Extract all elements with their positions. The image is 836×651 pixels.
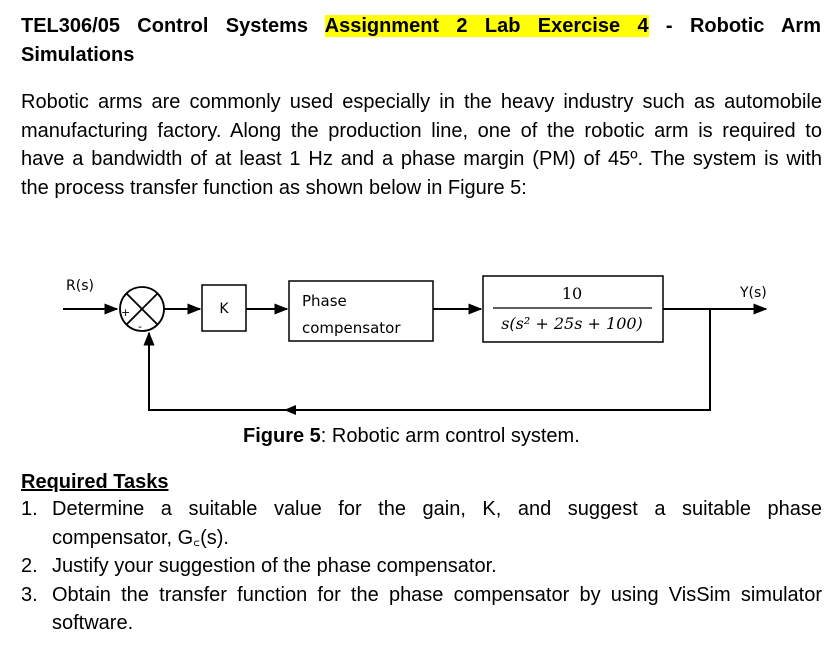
intro-line: the process transfer function as shown b… [21, 176, 527, 199]
heading-dash: - [665, 15, 673, 37]
document-heading: TEL306/05 Control Systems Assignment 2 L… [21, 12, 821, 41]
feedback-arrowhead [284, 405, 296, 415]
intro-line: Robotic arms are commonly used especiall… [21, 91, 822, 113]
task-item: 1. Determine a suitable value for the ga… [21, 495, 822, 552]
minus-sign: - [138, 320, 142, 333]
course-code: TEL306/05 Control Systems [21, 15, 309, 37]
heading-topic-part2: Simulations [21, 44, 135, 66]
figure-caption: Figure 5: Robotic arm control system. [243, 423, 580, 449]
tasks-heading: Required Tasks [21, 471, 169, 493]
plant-block [482, 275, 664, 343]
intro-line: have a bandwidth of at least 1 Hz and a … [21, 148, 822, 170]
plant-denominator: s(s² + 25s + 100) [501, 314, 643, 333]
tasks-list: 1. Determine a suitable value for the ga… [21, 495, 822, 638]
intro-paragraph: Robotic arms are commonly used especiall… [21, 88, 822, 202]
task-item: 2. Justify your suggestion of the phase … [21, 552, 822, 581]
intro-line: manufacturing factory. Along the product… [21, 119, 822, 142]
task-text-line: compensator, G꜀(s). [52, 526, 229, 549]
gain-block [201, 284, 247, 332]
assignment-highlight: Assignment 2 Lab Exercise 4 [324, 15, 649, 37]
plus-sign: + [121, 306, 130, 319]
input-label: R(s) [66, 278, 94, 294]
heading-topic-part1: Robotic Arm [689, 15, 821, 37]
task-item: 3. Obtain the transfer function for the … [21, 581, 822, 638]
plant-numerator: 10 [562, 284, 582, 303]
compensator-block [288, 280, 434, 342]
task-number: 3. [21, 583, 38, 606]
task-text-line: Obtain the transfer function for the pha… [52, 583, 822, 606]
task-number: 2. [21, 555, 38, 577]
caption-text: : Robotic arm control system. [320, 425, 580, 447]
compensator-label-line1: Phase [302, 292, 347, 310]
task-number: 1. [21, 498, 38, 520]
task-text-line: software. [52, 612, 134, 634]
task-text-line: Justify your suggestion of the phase com… [52, 555, 497, 577]
output-label: Y(s) [739, 285, 767, 301]
block-diagram: R(s) + - K Phase compensator 10 s(s² + 2… [63, 275, 768, 415]
gain-label: K [219, 301, 229, 317]
caption-label: Figure 5 [243, 425, 321, 447]
task-text-line: Determine a suitable value for the gain,… [52, 498, 822, 520]
compensator-label-line2: compensator [302, 319, 401, 337]
feedback-path [143, 309, 711, 411]
